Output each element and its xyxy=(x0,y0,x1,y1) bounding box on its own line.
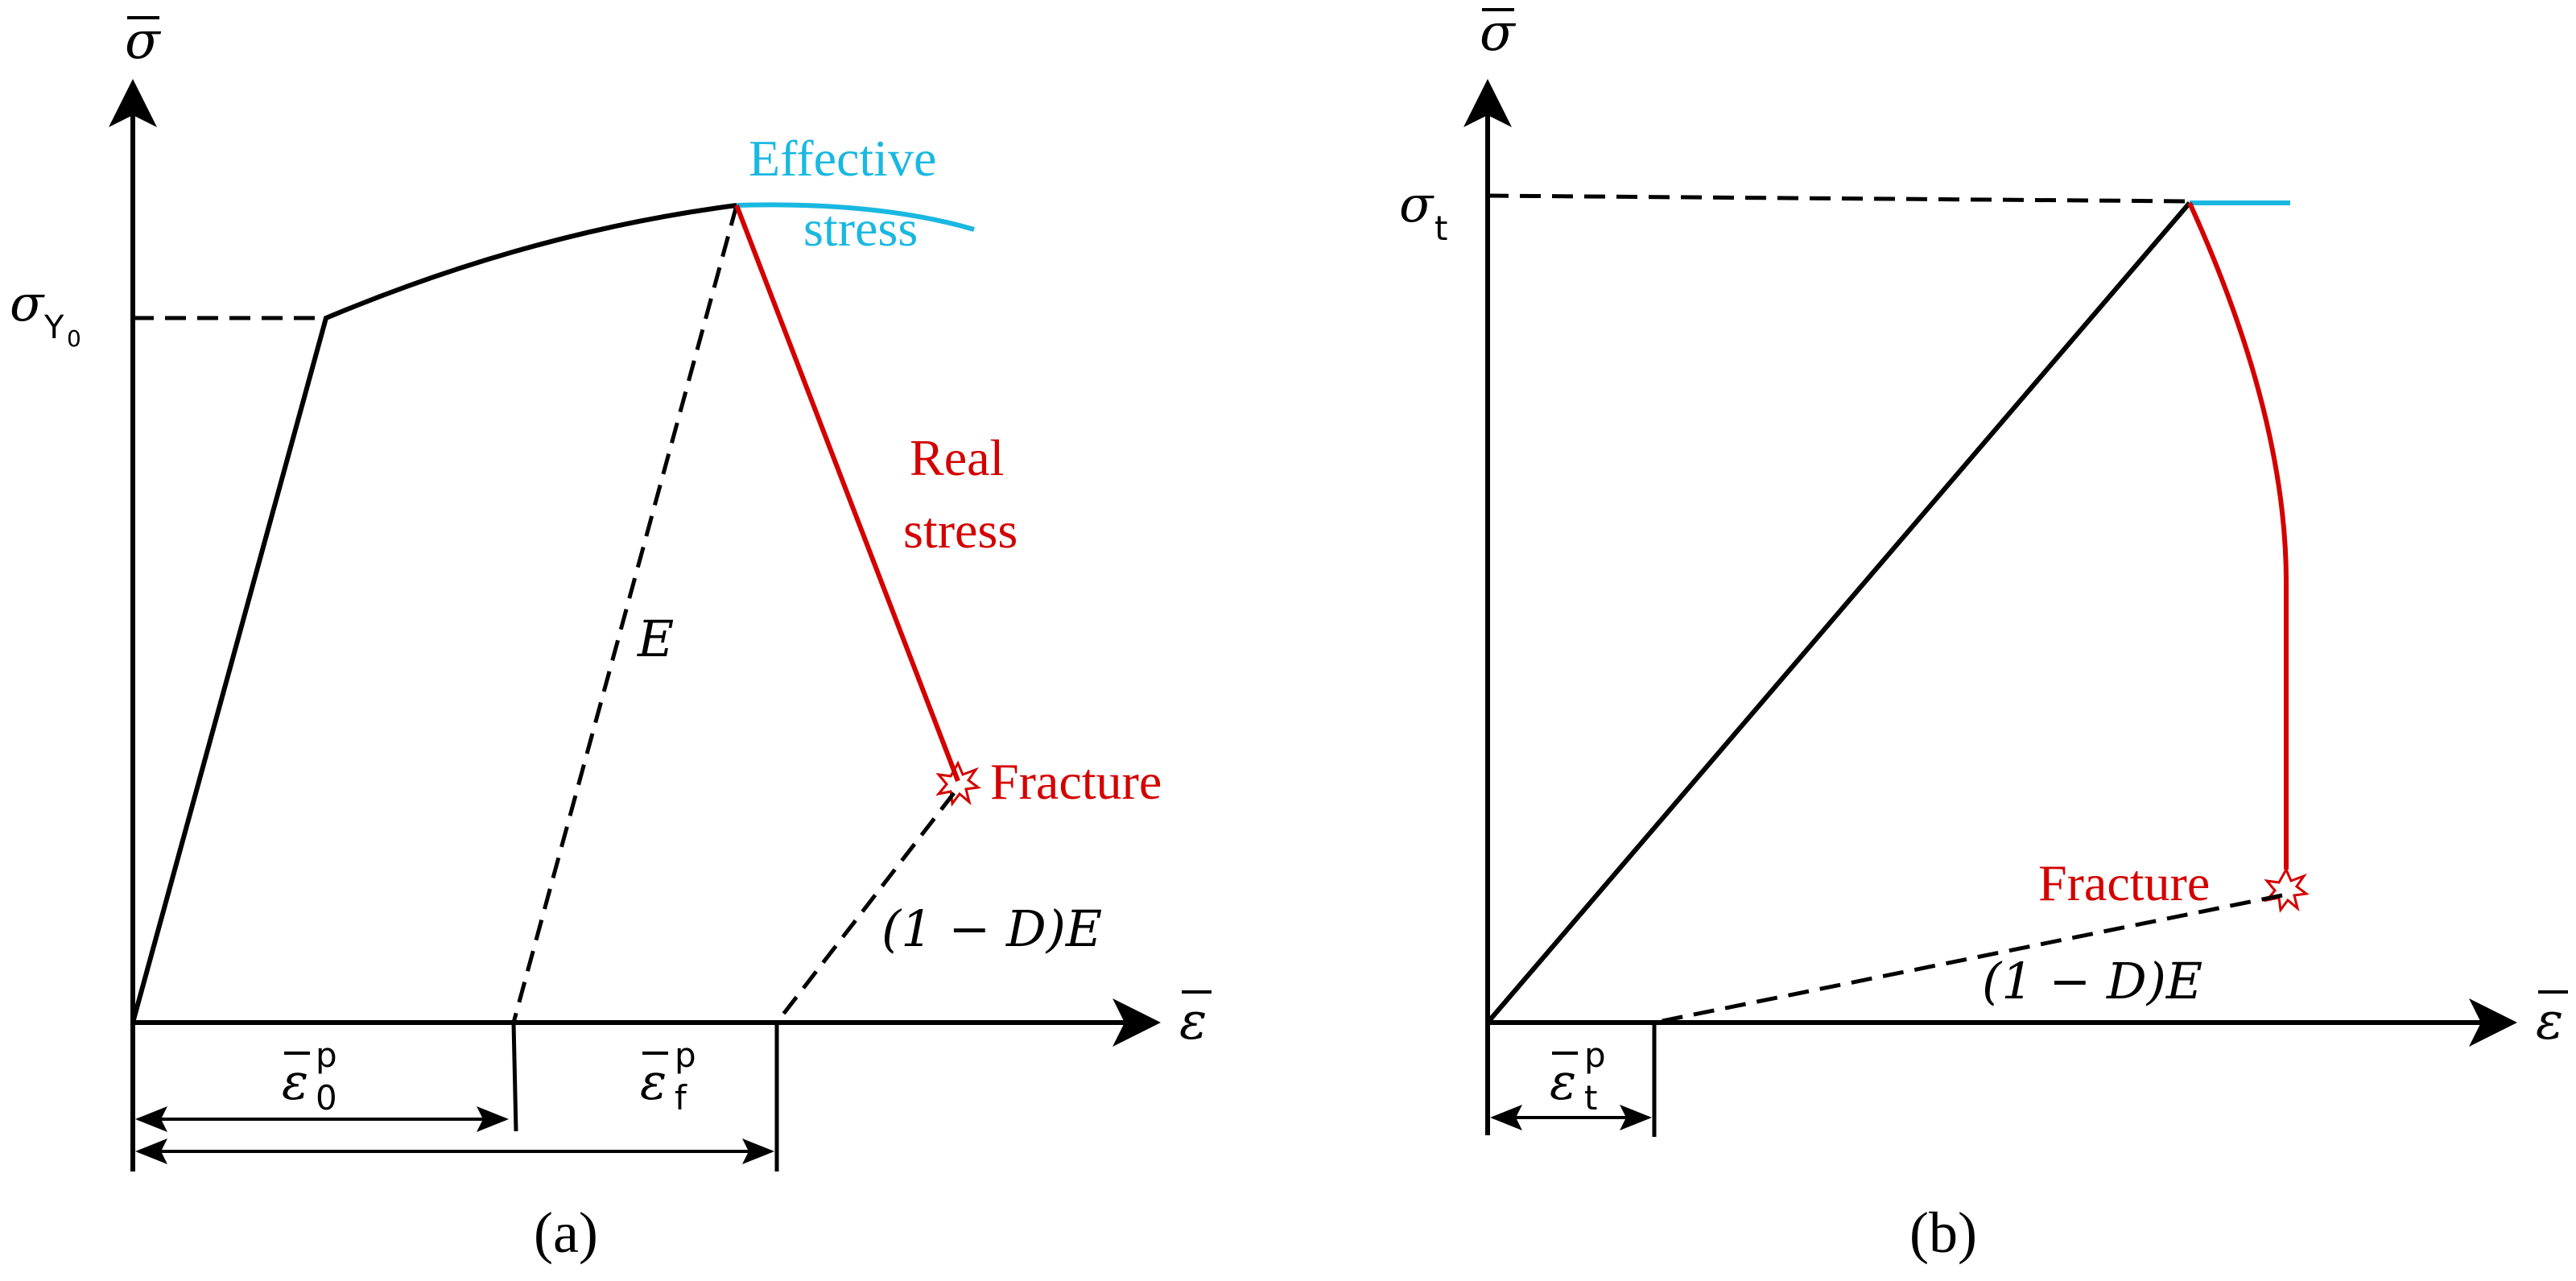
b-x-axis-label: ε xyxy=(2536,992,2563,1052)
b-loading-line xyxy=(1485,201,2192,1024)
svg-text:ε: ε xyxy=(1550,1052,1576,1111)
svg-text:f: f xyxy=(675,1078,687,1118)
svg-text:p: p xyxy=(1584,1035,1606,1075)
svg-text:0: 0 xyxy=(316,1078,337,1118)
svg-text:ε: ε xyxy=(282,1052,308,1111)
a-yield-label: σ Y 0 xyxy=(10,274,81,352)
svg-text:t: t xyxy=(1435,209,1447,248)
svg-text:Y: Y xyxy=(43,309,64,346)
b-fracture-label: Fracture xyxy=(2038,854,2210,911)
b-peak-guide xyxy=(1487,193,2190,204)
a-modulus-label: E xyxy=(637,610,674,668)
a-caption: (a) xyxy=(534,1200,598,1265)
b-peak-label: σ t xyxy=(1399,175,1447,248)
svg-text:0: 0 xyxy=(67,325,81,352)
panel-a: σ ε σ Y 0 E Effective stress Real stress… xyxy=(10,11,1212,1265)
a-epsf-label: ε p f xyxy=(640,1035,696,1118)
a-eps0-label: ε p 0 xyxy=(282,1035,337,1118)
b-y-axis-label: σ xyxy=(1480,3,1517,63)
a-damaged-unloading-line xyxy=(775,791,956,1024)
a-unloading-modulus-line xyxy=(511,205,739,1023)
a-eps0-tick xyxy=(511,1022,518,1132)
b-epst-label: ε p t xyxy=(1550,1035,1606,1118)
a-fracture-label: Fracture xyxy=(990,753,1162,810)
b-fracture-burst-icon xyxy=(2264,866,2310,913)
svg-text:p: p xyxy=(675,1035,696,1075)
a-loading-curve xyxy=(130,203,737,1023)
a-damaged-modulus-label: (1 − D)E xyxy=(881,899,1102,958)
a-fracture-burst-icon xyxy=(935,760,981,807)
b-damaged-unloading-line xyxy=(1653,893,2283,1025)
b-damaged-modulus-label: (1 − D)E xyxy=(1982,952,2202,1010)
a-real-stress-line xyxy=(734,204,960,783)
svg-text:σ: σ xyxy=(10,274,45,333)
svg-text:t: t xyxy=(1584,1078,1597,1118)
a-effective-stress-curve xyxy=(736,202,975,232)
svg-text:ε: ε xyxy=(640,1052,667,1111)
panel-b: σ ε σ t Fracture (1 − D)E ε p t xyxy=(1399,3,2568,1265)
b-real-stress-curve xyxy=(2187,201,2289,870)
a-x-axis-label: ε xyxy=(1179,992,1207,1052)
a-real-label-1: Real xyxy=(910,429,1004,486)
svg-text:p: p xyxy=(316,1035,337,1075)
a-effective-label-2: stress xyxy=(803,200,918,257)
b-caption: (b) xyxy=(1909,1200,1977,1265)
a-real-label-2: stress xyxy=(903,502,1018,559)
a-y-axis-label: σ xyxy=(125,11,162,71)
a-effective-label-1: Effective xyxy=(749,130,936,187)
svg-text:σ: σ xyxy=(1399,175,1435,233)
